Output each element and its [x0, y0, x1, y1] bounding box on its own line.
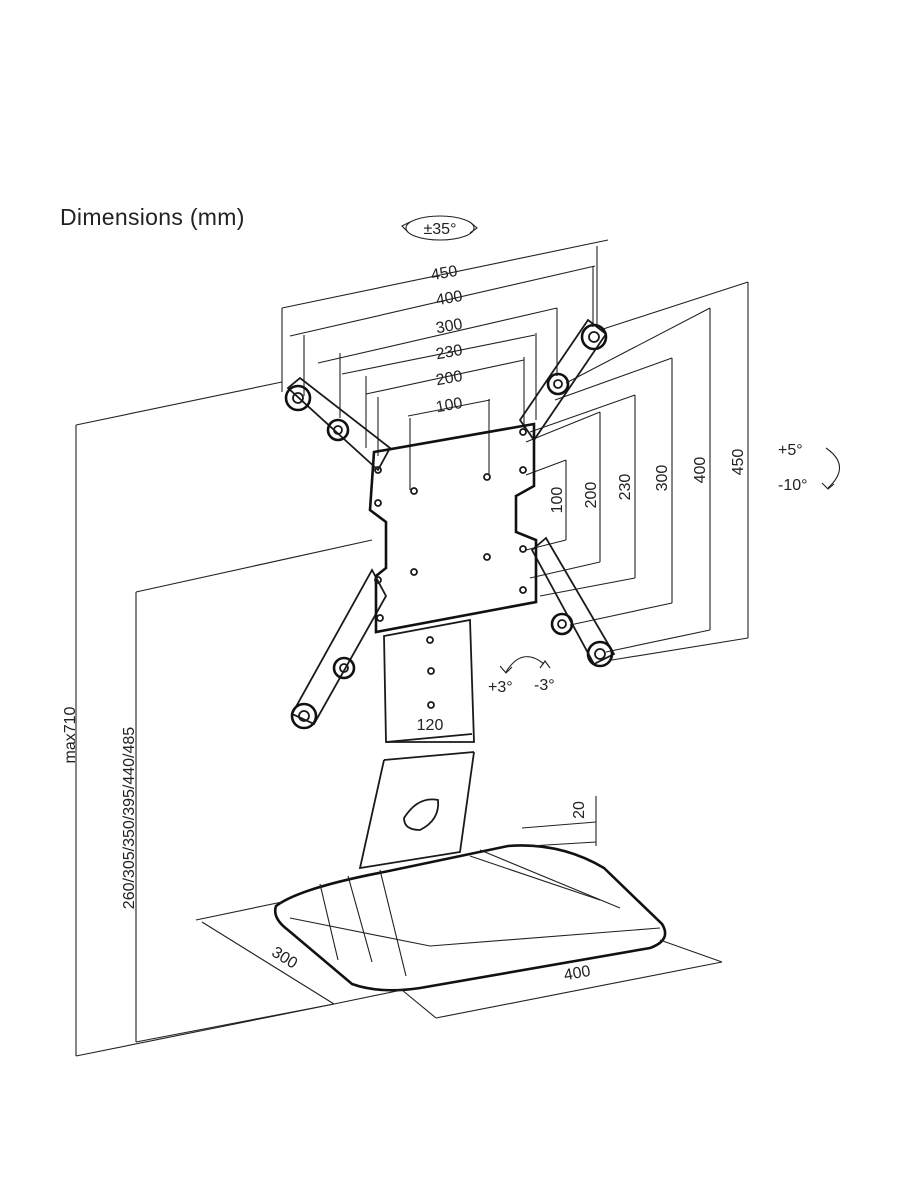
height-100: 100: [549, 487, 566, 514]
base-dimension-labels: 20 300 400: [269, 801, 592, 984]
page-title: Dimensions (mm): [60, 204, 245, 230]
height-dimension-labels: 100 200 230 300 400 450: [549, 449, 747, 514]
height-230: 230: [617, 474, 634, 501]
center-plate: [368, 422, 538, 634]
width-100: 100: [435, 395, 464, 416]
swivel-indicator: ±35°: [401, 215, 478, 241]
height-200: 200: [583, 482, 600, 509]
rotation-right-label: -3°: [534, 677, 555, 694]
base-dimension-lines: [195, 796, 723, 1019]
width-230: 230: [435, 342, 464, 363]
height-400: 400: [692, 457, 709, 484]
base-width-label: 400: [563, 963, 592, 984]
tilt-down-label: -10°: [778, 477, 808, 494]
width-dimension-labels: 450 400 300 230 200 100: [430, 263, 464, 416]
tilt-indicator: +5° -10°: [778, 442, 841, 494]
adjustable-height-label: 260/305/350/395/440/485: [121, 727, 138, 910]
height-450: 450: [730, 449, 747, 476]
swivel-label: ±35°: [424, 221, 457, 238]
stand-base: [273, 844, 667, 992]
rotation-left-label: +3°: [488, 679, 513, 696]
height-300: 300: [654, 465, 671, 492]
plate-holes: [374, 428, 527, 622]
stand-column: 120: [358, 618, 475, 870]
mount-arm-holes: [284, 323, 614, 730]
base-depth-label: 300: [269, 944, 301, 973]
width-200: 200: [435, 368, 464, 389]
width-dimension-lines: [281, 239, 609, 490]
max-height-label: max710: [62, 706, 79, 763]
pole-spacing-label: 120: [417, 717, 444, 734]
tilt-up-label: +5°: [778, 442, 803, 459]
width-300: 300: [435, 316, 464, 337]
height-dimension-lines: [525, 281, 749, 661]
rotation-indicator: +3° -3°: [488, 656, 555, 696]
height-guide-lines: [75, 381, 373, 1057]
width-400: 400: [435, 288, 464, 309]
base-thickness-label: 20: [571, 801, 588, 819]
width-450: 450: [430, 263, 459, 284]
